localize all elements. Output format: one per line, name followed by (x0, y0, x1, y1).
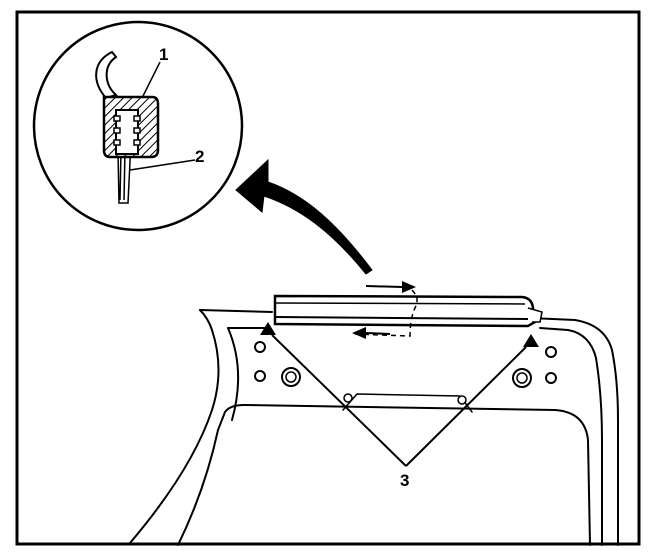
hole (516, 372, 528, 384)
hole (285, 371, 297, 383)
panel-holes (254, 341, 557, 405)
callout-1: 1 (159, 45, 168, 64)
hole (254, 341, 266, 353)
curved-pointer-arrow (235, 158, 373, 275)
weatherstrip-bar (273, 281, 543, 339)
hole (545, 346, 557, 358)
slide-arrow-right (365, 281, 416, 293)
leader-line-3b (405, 346, 527, 467)
hole (343, 393, 353, 403)
callout-3: 3 (400, 471, 409, 490)
hole (545, 372, 557, 384)
locator-triangle-right (523, 334, 539, 347)
leader-line-2 (129, 159, 196, 171)
leader-line-3a (271, 334, 407, 467)
slide-arrow-left (352, 327, 391, 339)
hole (254, 370, 266, 382)
hole (457, 395, 467, 405)
locator-triangle-left (260, 322, 276, 335)
callout-2: 2 (195, 147, 204, 166)
leader-line-1 (141, 61, 161, 99)
detail-view: 1 2 (32, 20, 244, 232)
weatherstrip-section (95, 50, 160, 159)
